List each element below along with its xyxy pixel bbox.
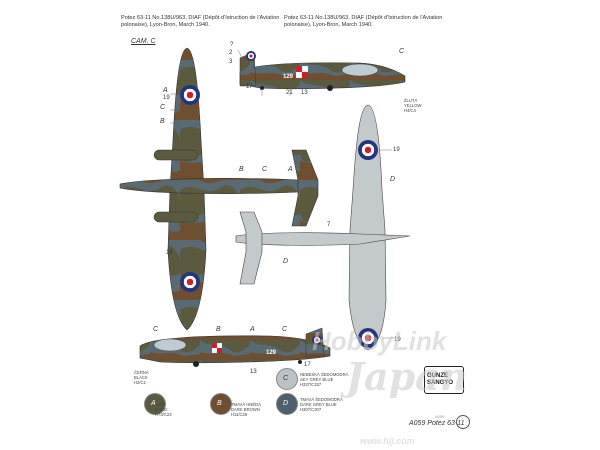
callout-13b: 13 — [250, 369, 257, 375]
callout-19c: 19 — [394, 337, 401, 343]
camo-label: CAM. C — [131, 38, 156, 45]
aircraft-code-bottom: 129 — [266, 350, 277, 356]
callout-18: 18 — [166, 250, 173, 256]
label-b: B — [160, 118, 165, 125]
callout-17b: 17 — [304, 362, 311, 368]
bottom-view — [235, 104, 411, 351]
product-title: A059 Potez 63-11 — [409, 420, 465, 427]
label-c4: C — [153, 326, 159, 333]
label-d2: D — [283, 258, 289, 265]
callout-21: 21 — [286, 90, 293, 96]
label-c: C — [160, 104, 166, 111]
label-c2: C — [262, 166, 268, 173]
callout-19b: 19 — [393, 147, 400, 153]
swatch-b — [210, 393, 232, 415]
swatch-a-letter: A — [151, 400, 156, 407]
label-d: D — [390, 176, 396, 183]
swatch-b-letter: B — [217, 400, 222, 407]
label-a: A — [163, 87, 168, 94]
label-a2: A — [288, 166, 293, 173]
watermark-url: www.hlj.com — [360, 436, 415, 446]
black-note: ČERNÁ BLACK H2/C2 — [134, 370, 149, 385]
watermark-main: HobbyLink — [312, 326, 447, 356]
watermark-script: Japan — [346, 354, 468, 399]
swatch-a-text: KAKI KHAKI H73/C23 — [155, 402, 172, 417]
swatch-d-letter: D — [283, 400, 289, 407]
label-19a: 19 — [163, 95, 170, 101]
label-c5: C — [282, 326, 288, 333]
callout-3: 3 — [229, 59, 233, 65]
swatch-d-text: TMAVÁ ŠEDOMODRÁ DARK GREY BLUE H307/C307 — [300, 397, 343, 412]
swatch-d — [276, 393, 298, 415]
swatch-c-text: NEBESKÁ ŠEDOMODRÁ SKY GREY BLUE H337/C33… — [300, 372, 349, 387]
side-view-bottom: 129 — [139, 327, 331, 367]
swatch-c-letter: C — [283, 375, 289, 382]
label-b4: B — [216, 326, 221, 333]
callout-q: ? — [230, 42, 234, 48]
label-b2: B — [239, 166, 244, 173]
callout-7: 7 — [327, 222, 331, 228]
callout-13: 13 — [301, 90, 308, 96]
swatch-b-text: TMAVÁ HNĚDÁ DARK BROWN H11/C29 — [231, 402, 261, 417]
label-c3: C — [399, 48, 405, 55]
label-a4: A — [250, 326, 255, 333]
caption-right: Potez 63-11 No.138U/963, DIAF (Dépôt d'I… — [284, 15, 443, 28]
callout-17: 17 — [246, 84, 253, 90]
callout-2: 2 — [229, 50, 233, 56]
yellow-note: ŽLUTÁ YELLOW H4/C4 — [404, 98, 422, 113]
caption-left: Potez 63-11 No.138U/963, DIAF (Dépôt d'I… — [121, 15, 280, 28]
brand-text: GUNZE SANGYO — [427, 373, 454, 386]
aircraft-code-top: 129 — [283, 74, 294, 80]
side-view-top: 129 — [239, 51, 406, 91]
swatch-c — [276, 368, 298, 390]
circle-outline — [456, 415, 470, 429]
brand-logo: GUNZE SANGYO — [424, 366, 464, 394]
top-view — [119, 47, 319, 331]
swatch-a — [144, 393, 166, 415]
product-code: A059 — [435, 414, 445, 419]
